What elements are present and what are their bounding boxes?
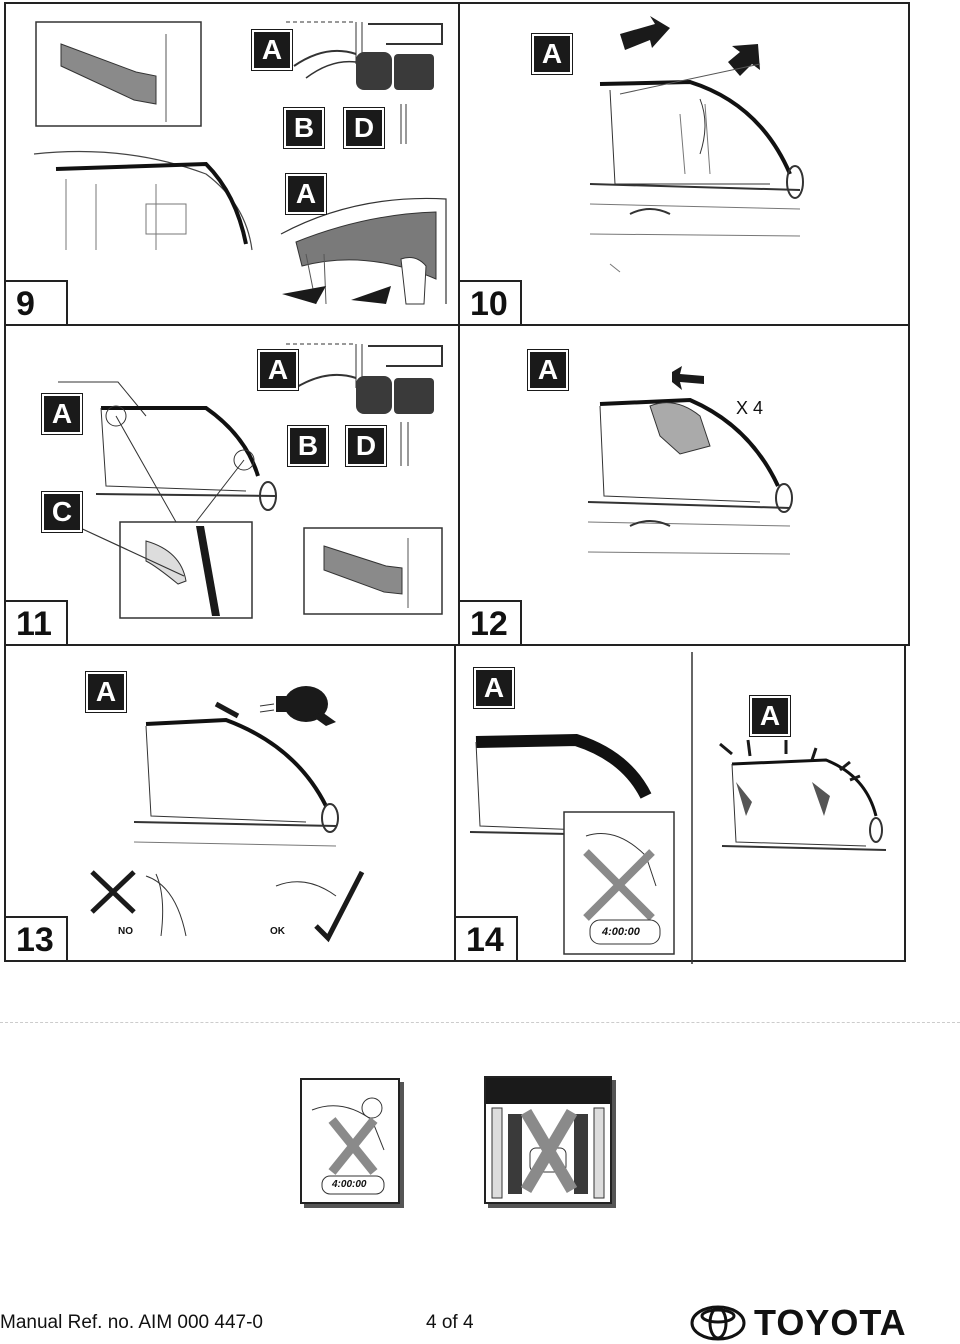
- label-d-11: D: [345, 425, 387, 467]
- step-number-14: 14: [454, 916, 518, 962]
- step-13-panel: A NO OK 13: [4, 644, 456, 962]
- step-14-illustration: [469, 652, 887, 964]
- step-10-illustration: [589, 16, 804, 273]
- step-number-11: 11: [4, 600, 68, 646]
- parked-car-timer-icon: [311, 1097, 385, 1195]
- timer-icon: [589, 919, 661, 945]
- label-a-11b: A: [257, 349, 299, 391]
- cross-icon: [583, 849, 655, 921]
- label-d-9: D: [343, 107, 385, 149]
- page-number: 4 of 4: [426, 1312, 474, 1333]
- step-14-panel: A A 4:00:00 14: [454, 644, 906, 964]
- step-number-10: 10: [458, 280, 522, 326]
- step-10-panel: A 10: [458, 2, 910, 326]
- label-b-11: B: [287, 425, 329, 467]
- toyota-logo-icon: [690, 1305, 746, 1341]
- step-13-illustration: [90, 686, 365, 943]
- arrow-icon: [728, 44, 760, 76]
- car-wash-icon: [486, 1078, 610, 1199]
- step-9-panel: A B D A 9: [4, 2, 460, 326]
- no-sun-parking-warning: 4:00:00: [300, 1078, 400, 1204]
- step-number-13: 13: [4, 916, 68, 962]
- no-label: NO: [118, 926, 133, 937]
- label-a-13: A: [85, 671, 127, 713]
- fold-line: [0, 1022, 960, 1023]
- label-a-9a: A: [251, 29, 293, 71]
- cross-icon: [328, 1117, 378, 1175]
- step-number-9: 9: [4, 280, 68, 326]
- step-12-illustration: [587, 366, 793, 555]
- step-12-panel: A X 4 12: [458, 324, 910, 646]
- label-a-14a: A: [473, 667, 515, 709]
- check-icon: [314, 870, 365, 943]
- step-11-panel: A C A B D 11: [4, 324, 460, 646]
- brand-name: TOYOTA: [754, 1302, 907, 1343]
- label-a-12: A: [527, 349, 569, 391]
- arrow-icon: [620, 16, 670, 50]
- no-car-wash-warning: [484, 1076, 612, 1204]
- cross-icon: [90, 870, 136, 914]
- repeat-label: X 4: [736, 398, 764, 418]
- label-a-10: A: [531, 33, 573, 75]
- hand-icon: [649, 402, 711, 455]
- timer-readout-14: 4:00:00: [602, 926, 640, 938]
- timer-readout-bottom: 4:00:00: [332, 1179, 367, 1190]
- label-a-11a: A: [41, 393, 83, 435]
- label-a-14b: A: [749, 695, 791, 737]
- toyota-brand: TOYOTA: [690, 1302, 907, 1344]
- step-9-illustration: [33, 21, 447, 305]
- cross-icon: [520, 1108, 578, 1194]
- hair-dryer-icon: [259, 686, 336, 726]
- manual-reference: Manual Ref. no. AIM 000 447-0: [0, 1312, 263, 1333]
- step-number-12: 12: [458, 600, 522, 646]
- step-11-illustration: [58, 343, 443, 619]
- arrow-icon: [672, 366, 704, 390]
- label-a-9b: A: [285, 173, 327, 215]
- label-c-11: C: [41, 491, 83, 533]
- ok-label: OK: [270, 926, 285, 937]
- label-b-9: B: [283, 107, 325, 149]
